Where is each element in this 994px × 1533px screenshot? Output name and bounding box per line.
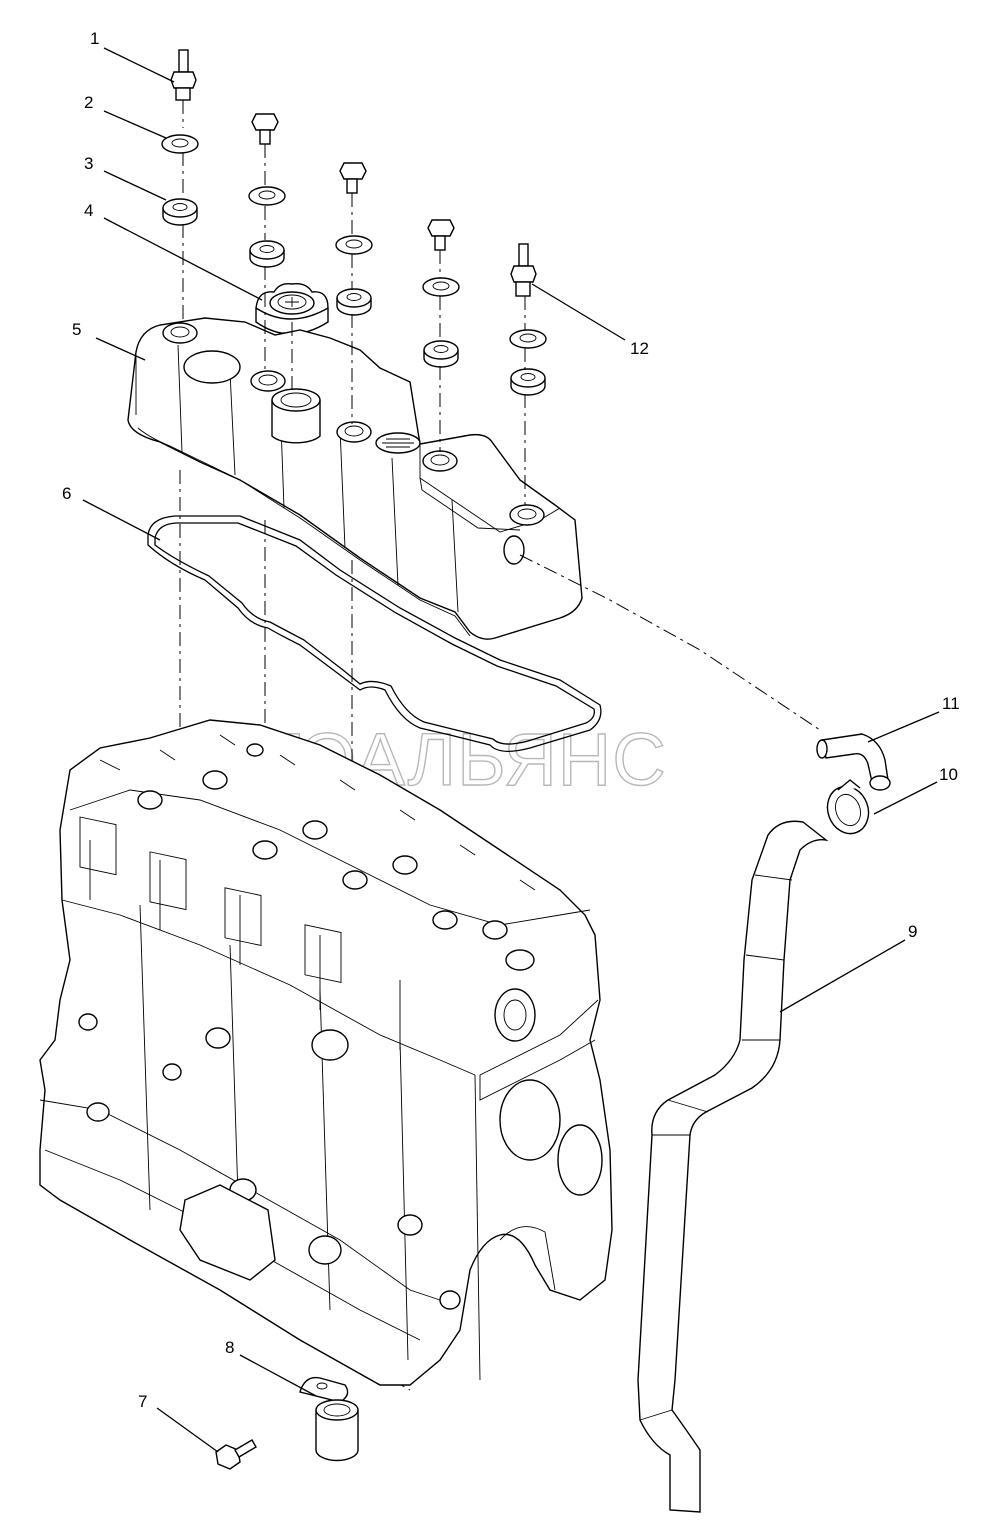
bolt-7 (215, 1439, 257, 1470)
clamp-8 (299, 1376, 359, 1462)
bolt-mid (339, 162, 367, 194)
hose-clamp-10 (826, 779, 870, 835)
callout-8: 8 (225, 1338, 234, 1357)
callout-4: 4 (84, 201, 93, 220)
valve-cover-gasket (147, 515, 602, 752)
engine-block (39, 719, 613, 1386)
callout-6: 6 (62, 484, 71, 503)
callout-12: 12 (630, 339, 649, 358)
oil-filler-cap (255, 282, 329, 346)
callout-10: 10 (939, 765, 958, 784)
valve-cover (127, 317, 583, 640)
callout-9: 9 (908, 922, 917, 941)
breather-hose-9 (637, 820, 829, 1513)
callout-5: 5 (72, 320, 81, 339)
leader-lines (82, 47, 940, 1453)
grommets (162, 198, 546, 396)
stud-bolt-1 (170, 49, 197, 101)
callout-11: 11 (942, 694, 960, 713)
bolt-right (427, 219, 455, 251)
callout-3: 3 (84, 154, 93, 173)
callout-7: 7 (138, 1392, 147, 1411)
callout-2: 2 (84, 93, 93, 112)
elbow-fitting-11 (816, 733, 891, 791)
callout-1: 1 (90, 29, 99, 48)
stud-bolt-12 (510, 243, 537, 297)
washers (161, 134, 547, 349)
bolt-top (251, 113, 279, 145)
callout-labels: 1 2 3 4 5 6 7 8 9 10 11 12 (62, 29, 960, 1411)
